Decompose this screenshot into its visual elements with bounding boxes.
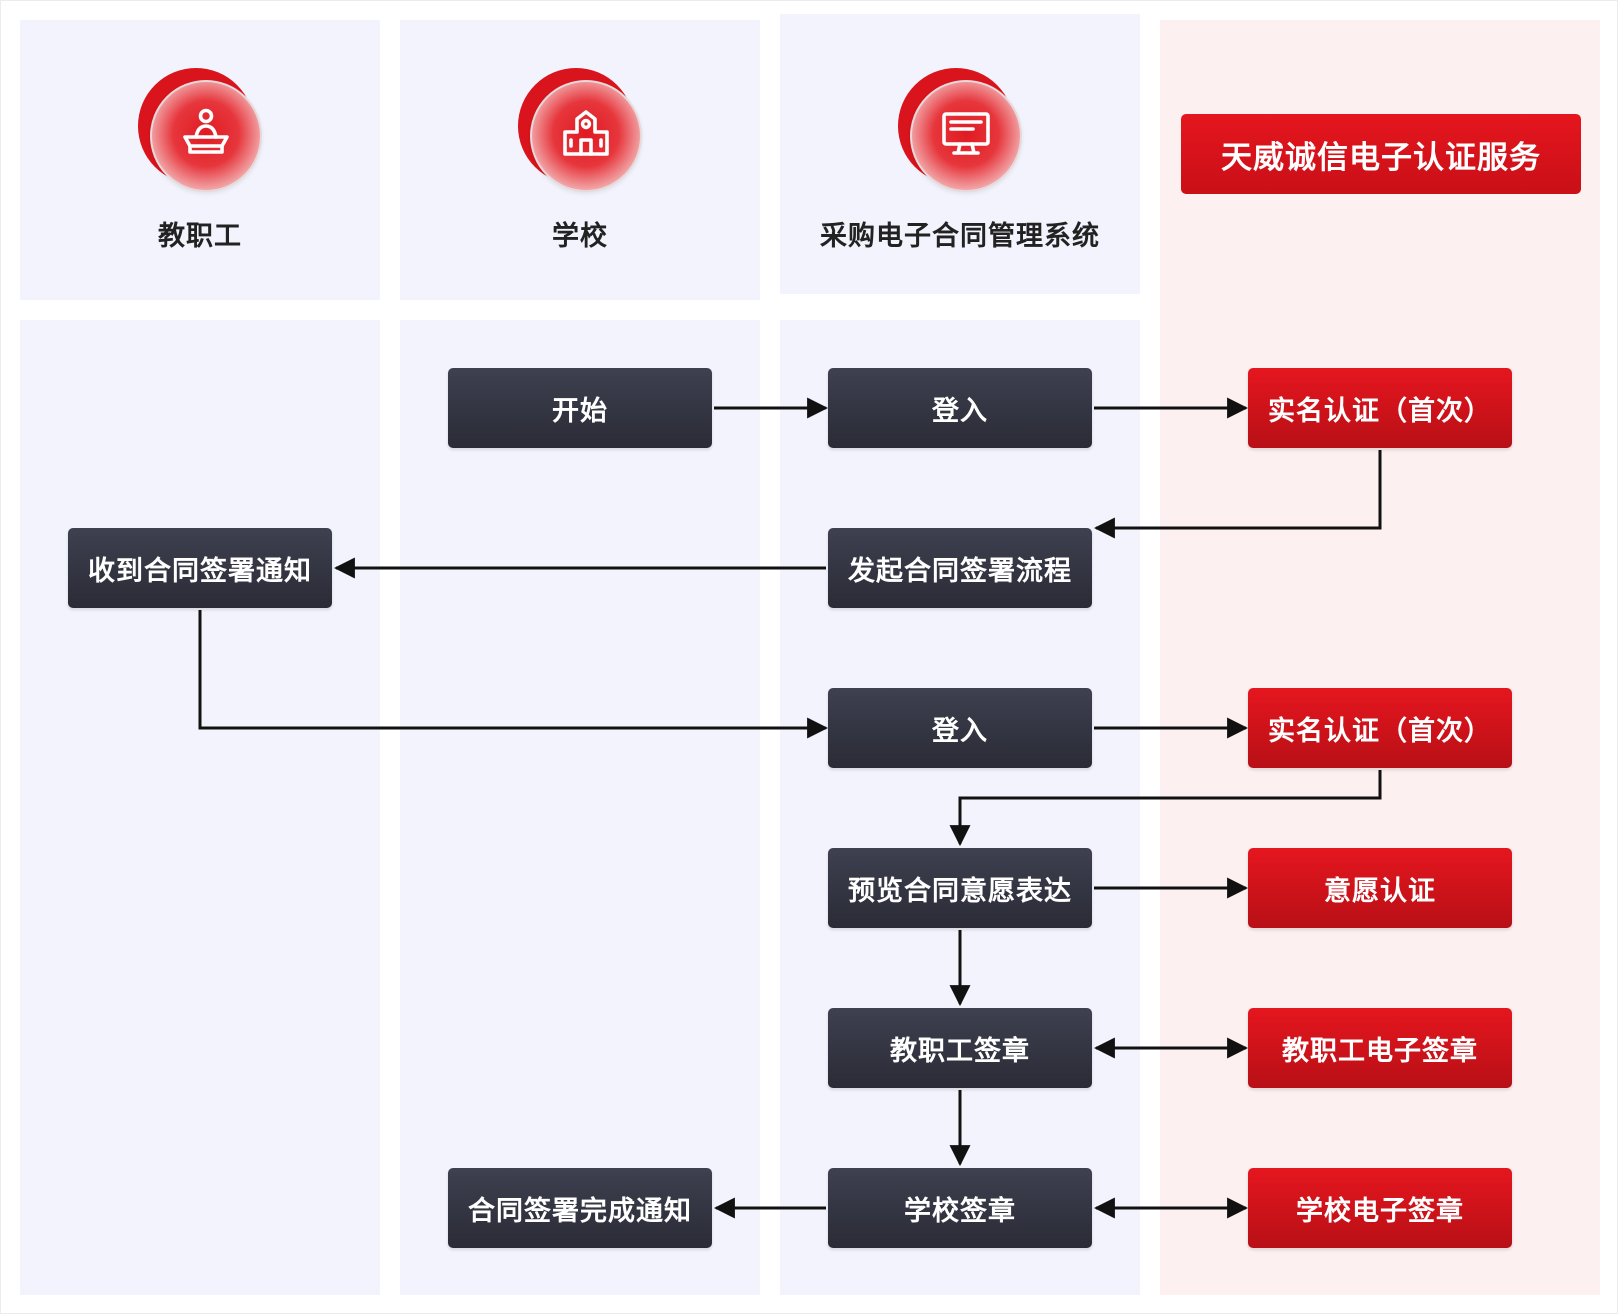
- lane-label-system: 采购电子合同管理系统: [820, 221, 1100, 252]
- service-banner: 天威诚信电子认证服务: [1181, 114, 1581, 194]
- node-staff-sign: 教职工签章: [828, 1008, 1092, 1088]
- node-signing-complete: 合同签署完成通知: [448, 1168, 712, 1248]
- node-login-1: 登入: [828, 368, 1092, 448]
- node-start: 开始: [448, 368, 712, 448]
- node-receive-notice: 收到合同签署通知: [68, 528, 332, 608]
- node-initiate-signing: 发起合同签署流程: [828, 528, 1092, 608]
- lane-body-school: [400, 320, 760, 1295]
- monitor-icon: [898, 68, 1028, 198]
- teacher-desk-icon: [138, 68, 268, 198]
- lane-label-staff: 教职工: [158, 221, 242, 252]
- node-realname-auth-2: 实名认证（首次）: [1248, 688, 1512, 768]
- node-login-2: 登入: [828, 688, 1092, 768]
- node-school-esign: 学校电子签章: [1248, 1168, 1512, 1248]
- node-staff-esign: 教职工电子签章: [1248, 1008, 1512, 1088]
- lane-body-system: [780, 320, 1140, 1295]
- lane-service: [1160, 20, 1600, 1295]
- school-building-icon: [518, 68, 648, 198]
- node-realname-auth-1: 实名认证（首次）: [1248, 368, 1512, 448]
- node-school-sign: 学校签章: [828, 1168, 1092, 1248]
- node-preview-contract: 预览合同意愿表达: [828, 848, 1092, 928]
- lane-body-staff: [20, 320, 380, 1295]
- node-intent-auth: 意愿认证: [1248, 848, 1512, 928]
- lane-label-school: 学校: [552, 221, 608, 252]
